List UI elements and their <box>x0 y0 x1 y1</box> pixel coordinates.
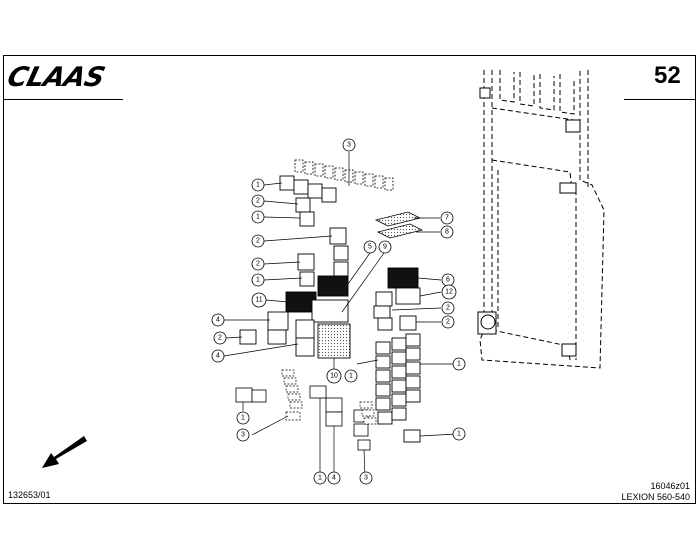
callout-11: 11 <box>251 292 267 308</box>
relay-column <box>375 315 421 443</box>
direction-arrow-icon <box>42 436 87 468</box>
svg-text:8: 8 <box>445 229 449 236</box>
callout-4a: 4 <box>211 313 225 327</box>
callout-1g: 1 <box>313 471 327 485</box>
svg-text:3: 3 <box>364 475 368 482</box>
drawing-code: 16046z01 <box>650 481 690 491</box>
header-rule-right <box>624 99 696 100</box>
callout-3c: 3 <box>359 471 373 485</box>
svg-text:1: 1 <box>318 475 322 482</box>
callout-1e: 1 <box>452 357 466 371</box>
svg-text:1: 1 <box>256 182 260 189</box>
callout-2b: 2 <box>251 234 265 248</box>
document-code: 132653/01 <box>8 490 51 500</box>
svg-text:11: 11 <box>255 297 262 304</box>
callout-8: 8 <box>440 225 454 239</box>
callout-5: 5 <box>363 240 377 254</box>
svg-text:5: 5 <box>368 244 372 251</box>
leader-lines <box>223 152 457 479</box>
callout-12: 12 <box>441 284 457 300</box>
svg-text:2: 2 <box>256 261 260 268</box>
page-number: 52 <box>654 62 681 89</box>
svg-text:2: 2 <box>256 198 260 205</box>
svg-text:1: 1 <box>457 361 461 368</box>
model-name: LEXION 560-540 <box>621 492 690 502</box>
svg-text:1: 1 <box>256 277 260 284</box>
callout-3b: 3 <box>236 428 250 442</box>
callout-2e: 2 <box>441 301 455 315</box>
callout-2f: 2 <box>441 315 455 329</box>
callout-1d: 1 <box>344 369 358 383</box>
relay-blocks-center <box>239 287 421 359</box>
callout-6: 6 <box>441 273 455 287</box>
svg-text:2: 2 <box>256 238 260 245</box>
svg-text:2: 2 <box>446 305 450 312</box>
callout-3a: 3 <box>342 138 356 152</box>
callout-1c: 1 <box>251 273 265 287</box>
callout-2d: 2 <box>213 331 227 345</box>
callout-1h: 1 <box>452 427 466 441</box>
callout-4c: 4 <box>327 471 341 485</box>
drawing-frame <box>3 55 696 504</box>
svg-text:4: 4 <box>216 317 220 324</box>
svg-text:4: 4 <box>332 475 336 482</box>
callout-1b: 1 <box>251 210 265 224</box>
svg-text:10: 10 <box>330 373 338 380</box>
callout-4b: 4 <box>211 349 225 363</box>
svg-text:2: 2 <box>218 335 222 342</box>
svg-text:4: 4 <box>216 353 220 360</box>
svg-text:6: 6 <box>446 277 450 284</box>
small-parts-bottom <box>235 385 371 451</box>
callout-2a: 2 <box>251 194 265 208</box>
svg-text:2: 2 <box>446 319 450 326</box>
callout-1a: 1 <box>251 178 265 192</box>
svg-text:3: 3 <box>347 142 351 149</box>
svg-text:1: 1 <box>241 415 245 422</box>
svg-text:1: 1 <box>256 214 260 221</box>
callout-9: 9 <box>378 240 392 254</box>
black-relays <box>285 267 419 313</box>
fuse-plates <box>374 211 424 239</box>
fuse-stack-bottom <box>281 369 377 425</box>
header-rule-left <box>3 99 123 100</box>
callout-1f: 1 <box>236 411 250 425</box>
relay-group-top <box>279 175 349 287</box>
callout-10: 10 <box>326 368 342 384</box>
svg-text:1: 1 <box>457 431 461 438</box>
svg-text:9: 9 <box>383 244 387 251</box>
housing-mount-brackets <box>477 87 581 357</box>
fuse-strip-top <box>294 159 394 191</box>
svg-text:1: 1 <box>349 373 353 380</box>
svg-text:7: 7 <box>445 215 449 222</box>
fuse-box-housing-outline <box>479 70 605 369</box>
callout-7: 7 <box>440 211 454 225</box>
callout-2c: 2 <box>251 257 265 271</box>
svg-text:3: 3 <box>241 432 245 439</box>
svg-text:12: 12 <box>445 289 453 296</box>
